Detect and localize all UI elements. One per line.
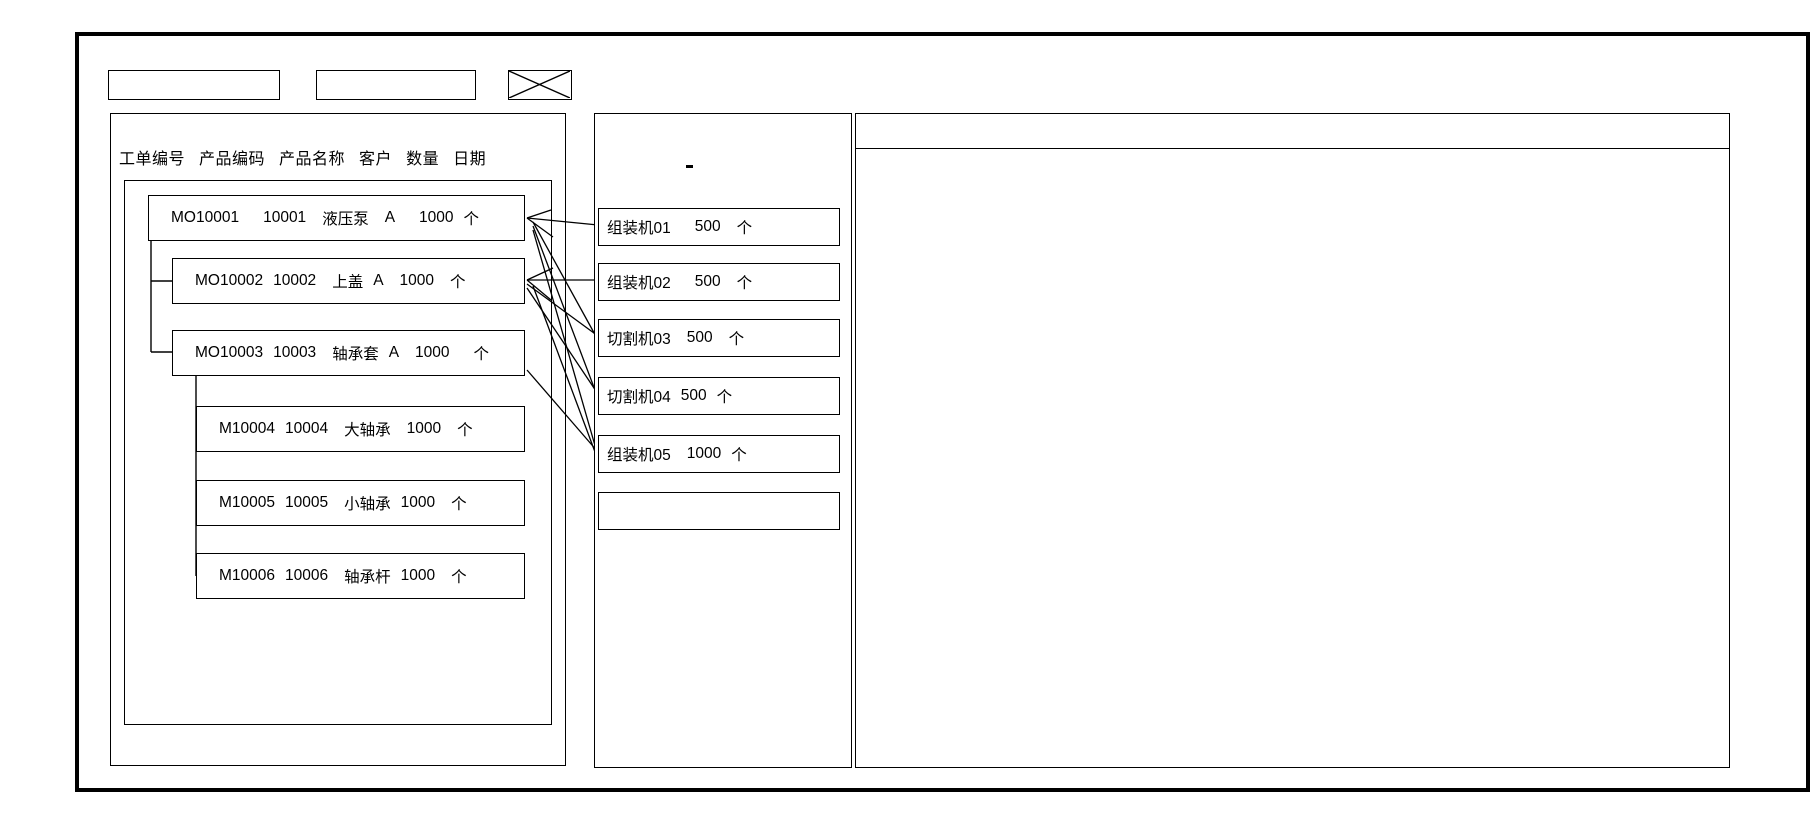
machine-card[interactable]: 组装机01 500 个 [598, 208, 840, 246]
machine-name: 切割机04 [607, 389, 671, 406]
machine-quantity: 500 [694, 218, 721, 235]
table-row[interactable]: M10005 10005 小轴承 1000 个 [196, 480, 525, 526]
row-product-code: 10006 [285, 567, 329, 584]
toolbar-field-2[interactable] [316, 70, 476, 100]
machine-unit: 个 [736, 275, 753, 292]
row-order-no: M10005 [219, 494, 276, 511]
table-row[interactable]: MO10002 10002 上盖 A 1000 个 [172, 258, 525, 304]
row-product-code: 10001 [263, 209, 307, 226]
row-customer: A [373, 272, 384, 289]
crossed-box-icon[interactable] [508, 70, 572, 100]
row-product-code: 10003 [273, 344, 317, 361]
table-row[interactable]: MO10001 10001 液压泵 A 1000 个 [148, 195, 525, 241]
table-row[interactable]: M10004 10004 大轴承 1000 个 [196, 406, 525, 452]
row-product-name: 液压泵 [322, 211, 369, 228]
row-product-name: 轴承杆 [344, 569, 391, 586]
row-product-name: 小轴承 [344, 496, 391, 513]
table-row[interactable]: M10006 10006 轴承杆 1000 个 [196, 553, 525, 599]
table-row[interactable]: MO10003 10003 轴承套 A 1000 个 [172, 330, 525, 376]
machine-name: 组装机01 [607, 220, 671, 237]
row-order-no: M10006 [219, 567, 276, 584]
row-product-code: 10002 [273, 272, 317, 289]
row-unit: 个 [463, 211, 480, 228]
column-header-quantity: 数量 [406, 151, 440, 168]
row-quantity: 1000 [400, 567, 436, 584]
row-quantity: 1000 [400, 494, 436, 511]
column-header-order-no: 工单编号 [119, 151, 186, 168]
machine-card[interactable]: 切割机03 500 个 [598, 319, 840, 357]
row-order-no: MO10002 [195, 272, 264, 289]
row-product-code: 10005 [285, 494, 329, 511]
column-header-customer: 客户 [359, 151, 393, 168]
row-customer: A [384, 209, 396, 226]
row-unit: 个 [473, 346, 490, 363]
machine-unit: 个 [731, 447, 747, 464]
row-unit: 个 [450, 274, 466, 291]
row-product-code: 10004 [285, 420, 329, 437]
row-order-no: M10004 [219, 420, 276, 437]
machine-card-empty[interactable] [598, 492, 840, 530]
panel-marker-dash [686, 165, 693, 168]
column-header-date: 日期 [453, 151, 487, 168]
machine-card[interactable]: 组装机05 1000 个 [598, 435, 840, 473]
column-header-product-code: 产品编码 [199, 151, 266, 168]
toolbar-field-1[interactable] [108, 70, 280, 100]
detail-panel [855, 113, 1730, 768]
machine-unit: 个 [736, 220, 753, 237]
machine-quantity: 500 [686, 329, 713, 346]
row-unit: 个 [457, 422, 473, 439]
row-customer: A [388, 344, 400, 361]
work-order-column-header: 工单编号 产品编码 产品名称 客户 数量 日期 [119, 145, 559, 169]
machine-name: 切割机03 [607, 331, 671, 348]
machine-card[interactable]: 组装机02 500 个 [598, 263, 840, 301]
machine-name: 组装机05 [607, 447, 671, 464]
detail-panel-header [856, 114, 1729, 149]
row-product-name: 上盖 [332, 274, 364, 291]
row-product-name: 大轴承 [344, 422, 391, 439]
machine-unit: 个 [728, 331, 745, 348]
machine-name: 组装机02 [607, 275, 671, 292]
column-header-product-name: 产品名称 [279, 151, 346, 168]
machine-quantity: 500 [694, 273, 721, 290]
row-product-name: 轴承套 [332, 346, 379, 363]
row-quantity: 1000 [399, 272, 435, 289]
detail-panel-body [856, 149, 1729, 169]
row-order-no: MO10003 [195, 344, 264, 361]
row-quantity: 1000 [406, 420, 442, 437]
machine-quantity: 1000 [686, 445, 722, 462]
row-unit: 个 [451, 569, 467, 586]
machine-card[interactable]: 切割机04 500 个 [598, 377, 840, 415]
row-quantity: 1000 [415, 344, 450, 361]
row-quantity: 1000 [419, 209, 454, 226]
machine-unit: 个 [716, 389, 733, 406]
machine-quantity: 500 [680, 387, 707, 404]
toolbar [108, 70, 572, 100]
row-unit: 个 [451, 496, 467, 513]
row-order-no: MO10001 [171, 209, 240, 226]
